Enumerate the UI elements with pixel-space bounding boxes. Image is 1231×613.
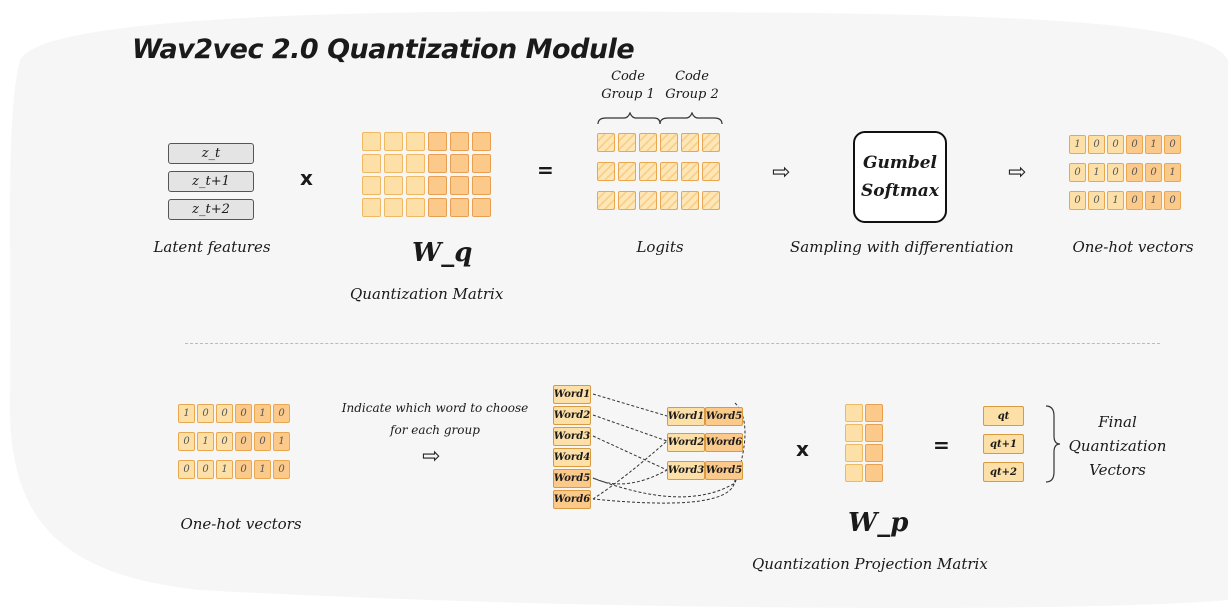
bottom-onehot-cell: 0 [197, 460, 214, 479]
top-onehot-cell: 0 [1145, 163, 1162, 182]
top-onehot-cell: 1 [1069, 135, 1086, 154]
top-onehot-cell: 0 [1164, 191, 1181, 210]
top-onehot-cell: 0 [1126, 163, 1143, 182]
top-onehot-cell: 1 [1145, 135, 1162, 154]
top-onehot-label: One-hot vectors [1072, 238, 1194, 256]
wq-symbol: W_q [412, 238, 473, 268]
top-onehot-cell: 0 [1069, 163, 1086, 182]
selected-word-3a: Word3 [667, 461, 705, 480]
bottom-onehot-cell: 0 [273, 404, 290, 423]
selected-word-2b: Word6 [705, 433, 743, 452]
codebook-word-3: Word3 [553, 427, 591, 446]
sampling-label: Sampling with differentiation [790, 238, 1014, 256]
equals-op-top: = [537, 158, 554, 182]
top-onehot-cell: 1 [1088, 163, 1105, 182]
times-op-top: x [300, 166, 313, 190]
bottom-onehot-cell: 1 [273, 432, 290, 451]
bottom-onehot-label: One-hot vectors [180, 515, 302, 533]
bottom-onehot-cell: 1 [254, 460, 271, 479]
arrow-right-icon: ⇨ [772, 160, 791, 185]
wq-matrix [362, 132, 491, 217]
codebook-word-6: Word6 [553, 490, 591, 509]
top-onehot-cell: 0 [1126, 191, 1143, 210]
bottom-onehot-cell: 0 [273, 460, 290, 479]
bottom-onehot-cell: 1 [254, 404, 271, 423]
codebook-word-2: Word2 [553, 406, 591, 425]
selected-word-1b: Word5 [705, 407, 743, 426]
top-onehot-cell: 1 [1107, 191, 1124, 210]
bottom-onehot-cell: 1 [178, 404, 195, 423]
bottom-onehot-cell: 0 [216, 432, 233, 451]
section-divider [185, 343, 1160, 344]
top-onehot-cell: 0 [1164, 135, 1181, 154]
q-vector-t1: qt+1 [983, 434, 1024, 454]
bottom-onehot-cell: 0 [178, 432, 195, 451]
top-onehot-cell: 0 [1088, 135, 1105, 154]
bottom-onehot-cell: 0 [178, 460, 195, 479]
top-onehot-cell: 0 [1088, 191, 1105, 210]
top-onehot-cell: 1 [1145, 191, 1162, 210]
arrow-right-icon: ⇨ [422, 444, 441, 469]
top-onehot-cell: 0 [1107, 135, 1124, 154]
codebook-connectors [592, 393, 746, 504]
latent-row-zt: z_t [168, 143, 254, 164]
bottom-onehot-cell: 0 [235, 460, 252, 479]
bottom-onehot-cell: 0 [254, 432, 271, 451]
wp-symbol: W_p [848, 508, 909, 538]
q-vector-t2: qt+2 [983, 462, 1024, 482]
wp-label: Quantization Projection Matrix [752, 555, 988, 573]
final-quantization-label: Final Quantization Vectors [1068, 413, 1167, 479]
bottom-onehot-cell: 0 [216, 404, 233, 423]
bottom-onehot-cell: 0 [235, 432, 252, 451]
latent-row-zt1: z_t+1 [168, 171, 254, 192]
top-onehot-cell: 0 [1126, 135, 1143, 154]
wp-matrix [845, 404, 883, 482]
wq-label: Quantization Matrix [350, 285, 504, 303]
arrow-right-icon: ⇨ [1008, 160, 1027, 185]
codebook-word-5: Word5 [553, 469, 591, 488]
times-op-bottom: x [796, 437, 809, 461]
selected-word-1a: Word1 [667, 407, 705, 426]
selected-word-2a: Word2 [667, 433, 705, 452]
logits-label: Logits [636, 238, 684, 256]
final-brace [1045, 405, 1061, 483]
indicate-label: Indicate which word to choose for each g… [341, 401, 529, 437]
latent-row-zt2: z_t+2 [168, 199, 254, 220]
bottom-onehot-cell: 1 [216, 460, 233, 479]
page-title: Wav2vec 2.0 Quantization Module [132, 34, 635, 65]
gumbel-softmax-box: Gumbel Softmax [853, 131, 947, 223]
top-onehot-cell: 0 [1069, 191, 1086, 210]
bottom-onehot-cell: 1 [197, 432, 214, 451]
codebook-word-4: Word4 [553, 448, 591, 467]
bottom-onehot-cell: 0 [197, 404, 214, 423]
latent-label: Latent features [153, 238, 271, 256]
codebook-word-1: Word1 [553, 385, 591, 404]
logits-matrix [597, 133, 720, 210]
bottom-onehot-cell: 0 [235, 404, 252, 423]
top-onehot-cell: 1 [1164, 163, 1181, 182]
code-group-braces [597, 112, 723, 125]
selected-word-3b: Word5 [705, 461, 743, 480]
equals-op-bottom: = [933, 433, 950, 457]
q-vector-t: qt [983, 406, 1024, 426]
top-onehot-cell: 0 [1107, 163, 1124, 182]
